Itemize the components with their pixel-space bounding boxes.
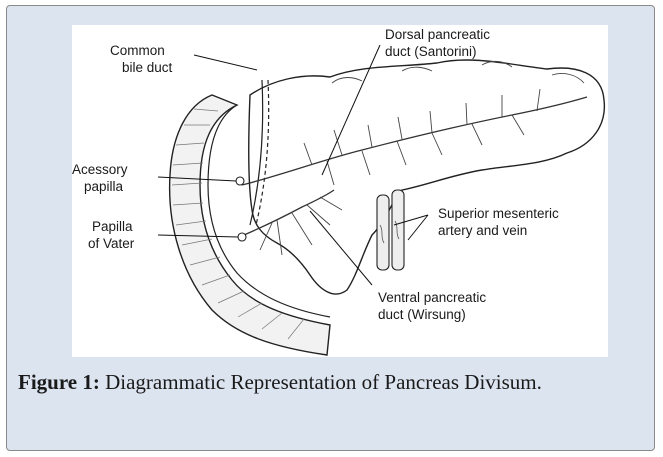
caption-text: Diagrammatic Representation of Pancreas … <box>105 370 542 394</box>
label-papilla-of-vater: Papilla of Vater <box>88 219 136 251</box>
accessory-papilla-mark <box>236 177 244 185</box>
label-ventral-duct: Ventral pancreatic duct (Wirsung) <box>378 290 490 322</box>
diagram-svg: Common bile duct Dorsal pancreatic duct … <box>72 25 608 357</box>
caption-prefix: Figure 1: <box>18 370 100 394</box>
pancreas-diagram: Common bile duct Dorsal pancreatic duct … <box>72 25 608 357</box>
label-accessory-papilla: Acessory papilla <box>72 162 131 194</box>
pancreas-outline <box>249 60 605 294</box>
papilla-of-vater-mark <box>238 233 246 241</box>
figure-caption: Figure 1: Diagrammatic Representation of… <box>18 368 639 396</box>
label-common-bile-duct: Common bile duct <box>110 43 173 75</box>
label-dorsal-duct: Dorsal pancreatic duct (Santorini) <box>385 27 494 59</box>
label-sma-smv: Superior mesenteric artery and vein <box>438 206 563 238</box>
